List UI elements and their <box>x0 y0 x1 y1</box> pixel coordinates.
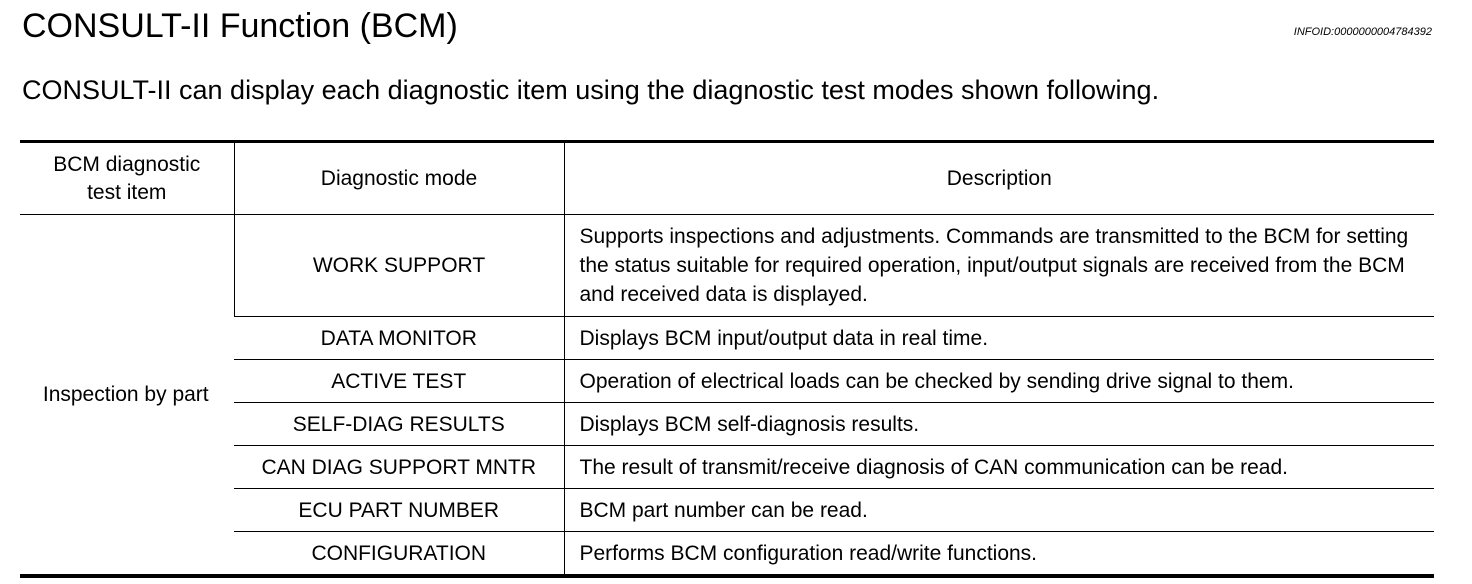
table-row: DATA MONITOR Displays BCM input/output d… <box>20 316 1434 360</box>
mode-cell: CONFIGURATION <box>234 531 564 577</box>
mode-cell: ECU PART NUMBER <box>234 488 564 532</box>
test-item-cell: Inspection by part <box>20 214 234 577</box>
table-row: ACTIVE TEST Operation of electrical load… <box>20 359 1434 403</box>
description-cell: Supports inspections and adjustments. Co… <box>563 214 1434 317</box>
table-row: Inspection by part WORK SUPPORT Supports… <box>20 214 1434 577</box>
description-cell: Performs BCM configuration read/write fu… <box>563 531 1434 577</box>
table-header-row: BCM diagnostic test item Diagnostic mode… <box>20 141 1434 215</box>
table-row: CONFIGURATION Performs BCM configuration… <box>20 531 1434 577</box>
table-row: CAN DIAG SUPPORT MNTR The result of tran… <box>20 445 1434 489</box>
description-cell: Displays BCM self-diagnosis results. <box>563 402 1434 446</box>
mode-cell: DATA MONITOR <box>234 316 564 360</box>
description-cell: BCM part number can be read. <box>563 488 1434 532</box>
mode-cell: ACTIVE TEST <box>234 359 564 403</box>
column-header-diagnostic-mode: Diagnostic mode <box>233 141 564 215</box>
description-cell: Operation of electrical loads can be che… <box>563 359 1434 403</box>
diagnostic-modes-table: BCM diagnostic test item Diagnostic mode… <box>20 140 1434 578</box>
mode-cell: CAN DIAG SUPPORT MNTR <box>234 445 564 489</box>
table-row: ECU PART NUMBER BCM part number can be r… <box>20 488 1434 532</box>
column-header-test-item: BCM diagnostic test item <box>20 141 234 215</box>
description-cell: Displays BCM input/output data in real t… <box>563 316 1434 360</box>
mode-cell: WORK SUPPORT <box>233 214 564 317</box>
page-title: CONSULT-II Function (BCM) <box>22 7 458 45</box>
table-row: SELF-DIAG RESULTS Displays BCM self-diag… <box>20 402 1434 446</box>
intro-text: CONSULT-II can display each diagnostic i… <box>22 75 1160 105</box>
column-header-description: Description <box>563 141 1434 215</box>
description-cell: The result of transmit/receive diagnosis… <box>563 445 1434 489</box>
info-id: INFOID:0000000004784392 <box>1293 26 1432 38</box>
mode-cell: SELF-DIAG RESULTS <box>234 402 564 446</box>
